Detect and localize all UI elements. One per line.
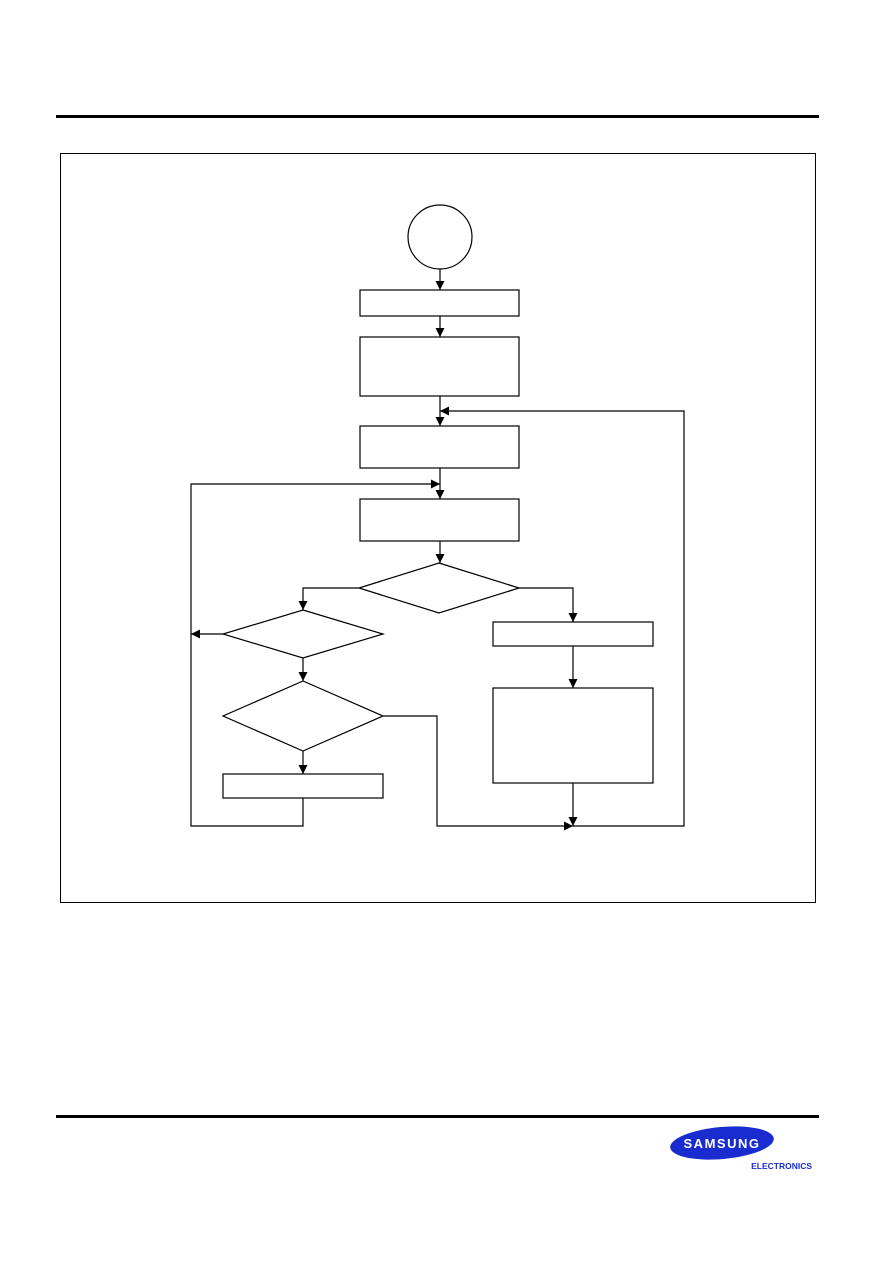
samsung-logo-subtext: ELECTRONICS: [751, 1161, 812, 1171]
flow-edge-merge-loop-box3: [440, 406, 685, 827]
flow-node-box-right-1: [492, 621, 654, 647]
flow-edge-decisionleft2-merge: [383, 715, 573, 831]
flow-node-start: [407, 204, 473, 270]
header-rule: [56, 115, 819, 118]
flow-edge-boxleft-loop-box4: [190, 479, 440, 827]
figure-frame: [60, 153, 816, 903]
flow-node-box-1: [359, 289, 520, 317]
samsung-logo-ellipse: [670, 1126, 774, 1160]
flow-node-box-2: [359, 336, 520, 397]
flow-node-decision-left-1: [220, 609, 386, 659]
flow-node-decision-left-2: [221, 680, 385, 752]
flow-node-box-right-2: [492, 687, 654, 784]
flow-node-decision-1: [356, 562, 522, 614]
flow-node-box-3: [359, 425, 520, 469]
footer-rule: [56, 1115, 819, 1118]
flow-node-box-4: [359, 498, 520, 542]
flow-edge-decision1-left: [298, 587, 359, 610]
flow-node-box-left: [222, 773, 384, 799]
flow-edge-decision1-right: [519, 587, 578, 622]
samsung-logo-wordmark: SAMSUNG: [684, 1136, 761, 1151]
samsung-logo: SAMSUNG ELECTRONICS: [670, 1126, 812, 1171]
